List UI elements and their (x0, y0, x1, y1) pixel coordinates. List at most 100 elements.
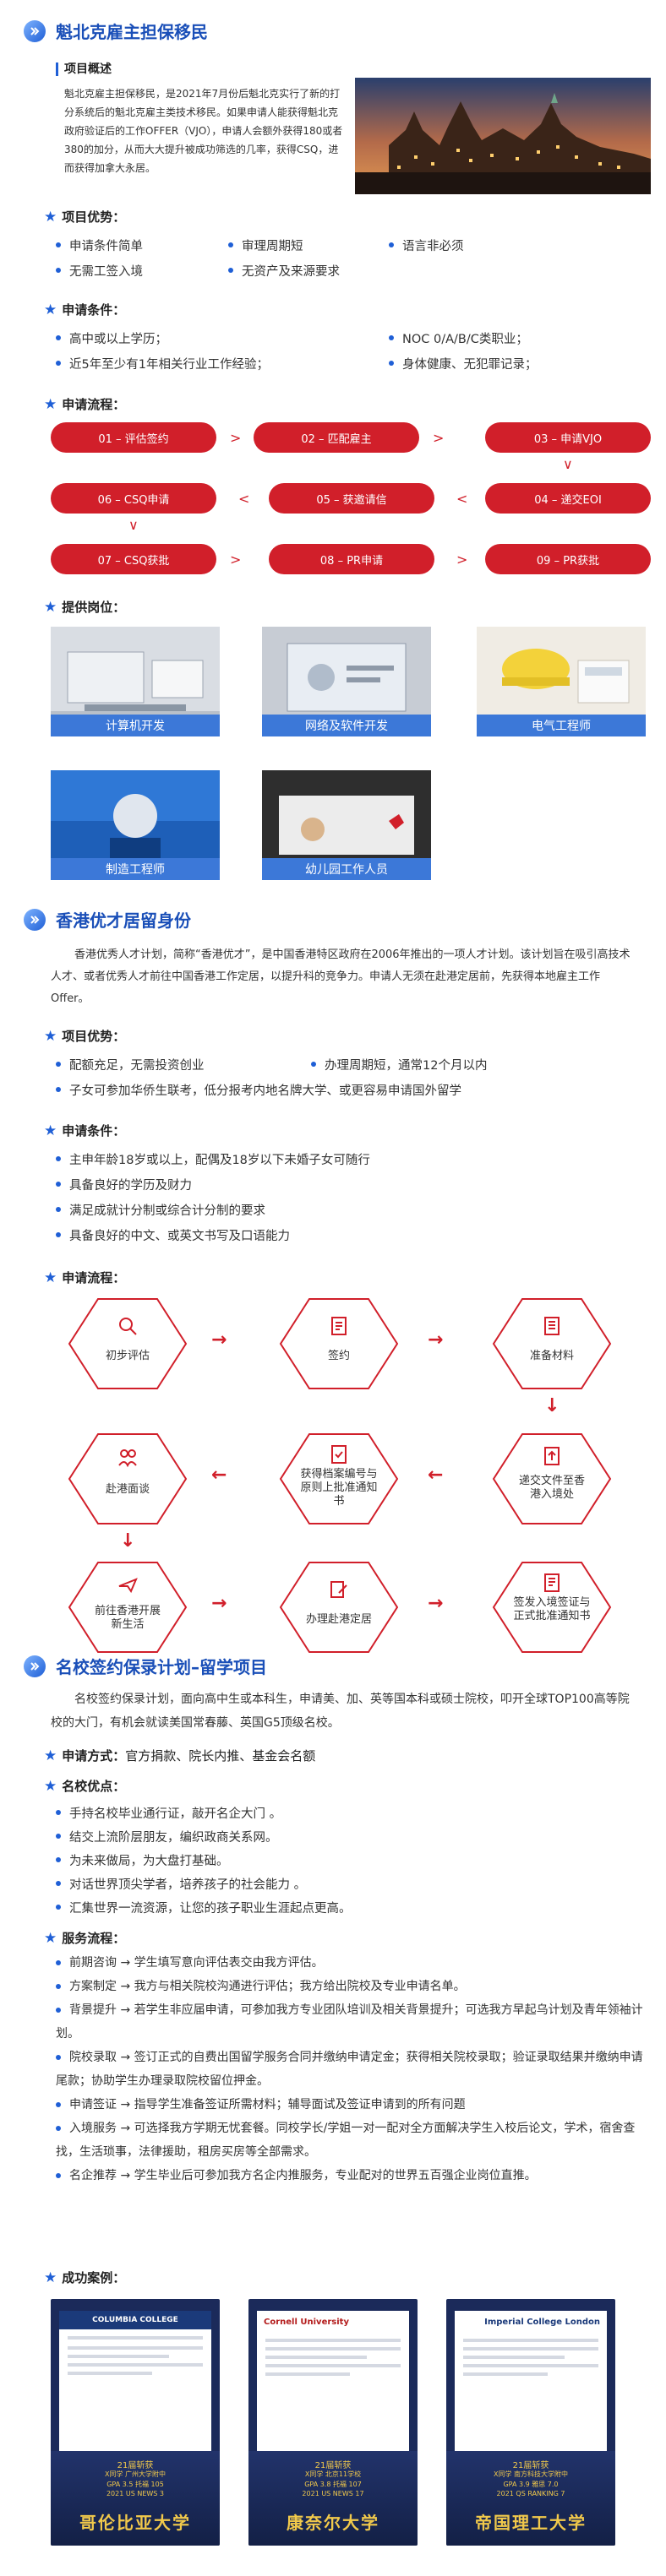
service-item: 入境服务 → 可选择我方学期无忧套餐。同校学长/学姐一对一配对全方面解决学生入校… (56, 2122, 636, 2159)
star-icon: ★ (44, 395, 57, 413)
position-card: 制造工程师 (51, 770, 220, 880)
chevron-double-icon (24, 908, 46, 931)
arrow-right-icon: > (433, 430, 445, 446)
document-icon (542, 1316, 562, 1336)
people-icon (117, 1448, 138, 1468)
arrow-left-icon: ← (211, 1465, 227, 1486)
advantage-item: 汇集世界一流资源，让您的孩子职业生涯起点更高。 (56, 1895, 352, 1919)
advantage-item: 对话世界顶尖学者，培养孩子的社会能力 。 (56, 1872, 306, 1895)
arrow-right-icon: > (456, 552, 468, 568)
process-label: ★申请流程： (44, 395, 126, 413)
star-icon: ★ (44, 1122, 57, 1139)
offer-letter: Cornell University (257, 2311, 409, 2454)
contract-icon (329, 1316, 349, 1336)
file-check-icon (329, 1444, 349, 1465)
arrow-right-icon: → (428, 1593, 444, 1614)
process-step: 09 – PR获批 (485, 544, 651, 574)
process-step: 01 – 评估签约 (51, 422, 216, 453)
service-item: 背景提升 → 若学生非应届申请，可参加我方专业团队培训及相关背景提升；可选我方早… (56, 2003, 643, 2041)
process-step: 04 – 递交EOI (485, 483, 651, 514)
section-header: 魁北克雇主担保移民 (24, 19, 208, 43)
process-step: 07 – CSQ获批 (51, 544, 216, 574)
advantage-item: 申请条件简单 (56, 233, 143, 257)
positions-label: ★提供岗位： (44, 598, 126, 616)
process-step: 05 – 获邀请信 (269, 483, 434, 514)
process-step-hex: 办理赴港定居 (279, 1561, 399, 1654)
position-caption: 幼儿园工作人员 (262, 858, 431, 880)
section-quebec: 魁北克雇主担保移民 项目概述 魁北克雇主担保移民，是2021年7月份后魁北克实行… (0, 0, 666, 904)
service-item: 名企推荐 → 学生毕业后可参加我方名企内推服务，专业配对的世界五百强企业岗位直推… (56, 2164, 647, 2187)
offer-letter: Imperial College London (455, 2311, 607, 2454)
conditions-label: ★申请条件： (44, 1122, 126, 1139)
chevron-double-icon (24, 19, 46, 42)
star-icon: ★ (44, 1747, 57, 1764)
advantage-item: 结交上流阶层朋友，编织政商关系网。 (56, 1824, 278, 1848)
process-step-hex: 初步评估 (68, 1297, 188, 1390)
process-step: 08 – PR申请 (269, 544, 434, 574)
service-item: 前期咨询 → 学生填写意向评估表交由我方评估。 (56, 1951, 647, 1975)
process-step: 02 – 匹配雇主 (254, 422, 419, 453)
condition-item: 高中或以上学历； (56, 326, 167, 350)
advantages-label: ★项目优势： (44, 1027, 126, 1045)
arrow-right-icon: → (211, 1329, 227, 1350)
process-step: 03 – 申请VJO (485, 422, 651, 453)
arrow-right-icon: > (230, 552, 242, 568)
advantage-item: 无资产及来源要求 (228, 258, 340, 282)
star-icon: ★ (44, 1269, 57, 1286)
arrow-down-icon: ↓ (544, 1395, 560, 1416)
advantage-item: 为未来做局，为大盘打基础。 (56, 1848, 229, 1872)
process-step-hex: 签发入境签证与正式批准通知书 (492, 1561, 612, 1654)
section-title: 名校签约保录计划–留学项目 (56, 1657, 267, 1677)
service-item: 方案制定 → 我方与相关院校沟通进行评估；我方给出院校及专业申请名单。 (56, 1975, 647, 1998)
plane-icon (117, 1574, 138, 1595)
section-header: 名校签约保录计划–留学项目 (24, 1654, 267, 1678)
advantage-item: 配额充足，无需投资创业 (56, 1052, 205, 1076)
arrow-left-icon: < (238, 491, 250, 507)
condition-item: 主申年龄18岁或以上，配偶及18岁以下未婚子女可随行 (56, 1147, 370, 1171)
advantage-item: 语言非必须 (389, 233, 464, 257)
position-card: 电气工程师 (477, 627, 646, 736)
condition-item: 具备良好的中文、或英文书写及口语能力 (56, 1223, 290, 1247)
condition-item: 满足成就计分制或综合计分制的要求 (56, 1198, 265, 1221)
position-card: 计算机开发 (51, 627, 220, 736)
star-icon: ★ (44, 208, 57, 226)
arrow-down-icon: ∨ (563, 456, 573, 472)
intro-text: 香港优秀人才计划，简称“香港优才”，是中国香港特区政府在2006年推出的一项人才… (51, 948, 631, 1005)
process-step-hex: 准备材料 (492, 1297, 612, 1390)
star-icon: ★ (44, 1929, 57, 1947)
arrow-left-icon: < (456, 491, 468, 507)
school-name: 康奈尔大学 (287, 2513, 379, 2533)
section-title: 魁北克雇主担保移民 (56, 22, 208, 42)
advantage-item: 手持名校毕业通行证，敲开名企大门 。 (56, 1801, 281, 1824)
star-icon: ★ (44, 301, 57, 318)
section-header: 香港优才居留身份 (24, 907, 191, 932)
school-name: 哥伦比亚大学 (79, 2513, 191, 2533)
services-list: 前期咨询 → 学生填写意向评估表交由我方评估。 方案制定 → 我方与相关院校沟通… (56, 1951, 647, 2187)
section-title: 香港优才居留身份 (56, 910, 191, 931)
service-item: 院校录取 → 签订正式的自费出国留学服务合同并缴纳申请定金；获得相关院校录取；验… (56, 2051, 643, 2088)
star-icon: ★ (44, 2269, 57, 2286)
condition-item: NOC 0/A/B/C类职业； (389, 326, 528, 350)
star-icon: ★ (44, 598, 57, 616)
arrow-down-icon: ↓ (120, 1530, 136, 1552)
advantage-item: 办理周期短，通常12个月以内 (311, 1052, 487, 1076)
chevron-double-icon (24, 1655, 46, 1677)
overview-label: 项目概述 (56, 62, 112, 76)
edit-icon (329, 1579, 349, 1600)
position-caption: 计算机开发 (51, 715, 220, 736)
submit-file-icon (542, 1446, 562, 1466)
advantage-item: 无需工签入境 (56, 258, 143, 282)
visa-doc-icon (542, 1573, 562, 1593)
intro-text: 名校签约保录计划，面向高中生或本科生，申请美、加、英等国本科或硕士院校，叩开全球… (51, 1693, 630, 1730)
section-study: 名校签约保录计划–留学项目 名校签约保录计划，面向高中生或本科生，申请美、加、英… (0, 1654, 666, 2576)
services-label: ★服务流程： (44, 1929, 126, 1947)
process-step-hex: 赴港面谈 (68, 1432, 188, 1525)
offer-letter: COLUMBIA COLLEGE (59, 2311, 211, 2454)
position-caption: 电气工程师 (477, 715, 646, 736)
process-step-hex: 递交文件至香港入境处 (492, 1432, 612, 1525)
conditions-label: ★申请条件： (44, 301, 126, 318)
condition-item: 身体健康、无犯罪记录； (389, 351, 538, 375)
arrow-left-icon: ← (428, 1465, 444, 1486)
position-caption: 制造工程师 (51, 858, 220, 880)
